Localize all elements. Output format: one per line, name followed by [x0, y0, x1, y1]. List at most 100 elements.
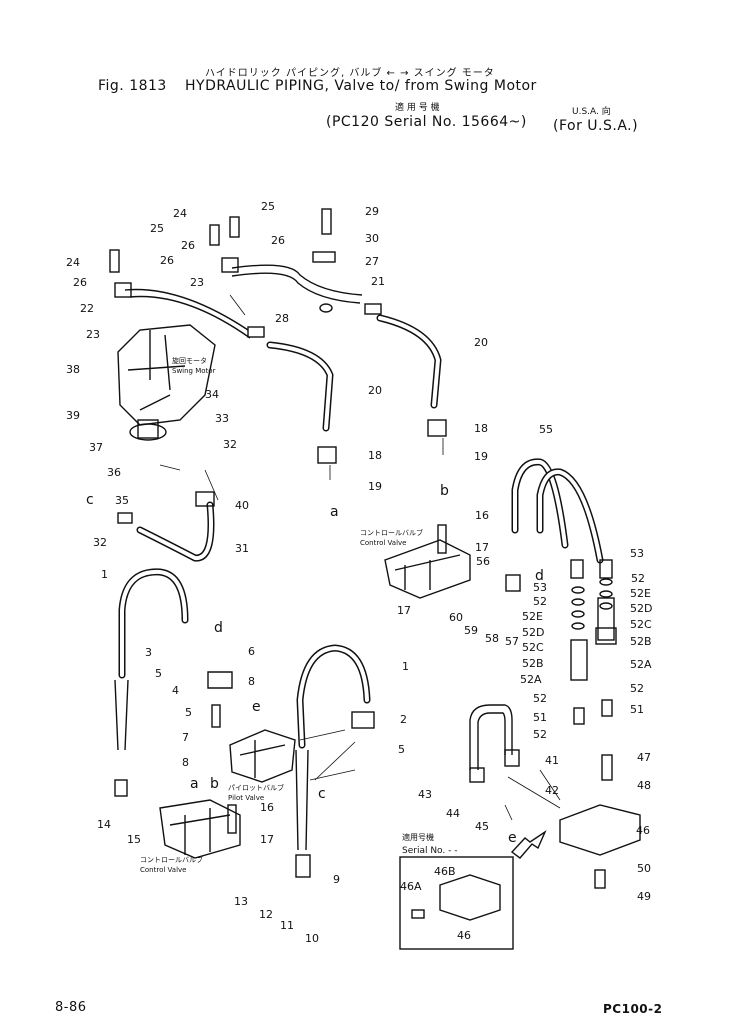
callout-26-c: 26	[181, 239, 195, 252]
callout-44: 44	[446, 807, 460, 820]
control-valve-bottom-label: Control Valve	[140, 866, 186, 874]
callout-57: 57	[505, 635, 519, 648]
callout-52b-left: 52B	[522, 657, 544, 670]
callout-5-b: 5	[185, 706, 192, 719]
leader-lines	[159, 294, 561, 821]
callout-25-a: 25	[150, 222, 164, 235]
connection-c-right: c	[318, 786, 326, 802]
callout-46b: 46B	[434, 865, 456, 878]
callout-23-a: 23	[190, 276, 204, 289]
connection-a-bottom: a	[190, 776, 199, 792]
callout-27: 27	[365, 255, 379, 268]
callout-12: 12	[259, 908, 273, 921]
connection-c-left: c	[86, 492, 94, 508]
callout-36: 36	[107, 466, 121, 479]
callout-28: 28	[275, 312, 289, 325]
swing-motor: 旋回モータ Swing Motor	[117, 324, 216, 441]
callout-17-c: 17	[260, 833, 274, 846]
serial-inset-jp: 適用号機	[402, 832, 434, 842]
callout-14: 14	[97, 818, 111, 831]
region-label: (For U.S.A.)	[553, 118, 639, 134]
callout-16-bottom: 16	[260, 801, 274, 814]
callout-29: 29	[365, 205, 379, 218]
model-code: PC100-2	[603, 1002, 663, 1016]
callout-20-left: 20	[368, 384, 382, 397]
callout-25-b: 25	[261, 200, 275, 213]
callout-16-top: 16	[475, 509, 489, 522]
connection-letters: a a b b c c d d e e	[86, 483, 544, 846]
callout-52d-right: 52D	[630, 602, 652, 615]
callout-51-left: 51	[533, 711, 547, 724]
callout-21: 21	[371, 275, 385, 288]
callout-35: 35	[115, 494, 129, 507]
callout-43: 43	[418, 788, 432, 801]
callout-2: 2	[400, 713, 407, 726]
callout-52e-right: 52E	[630, 587, 651, 600]
pilot-valve: パイロットバルブ Pilot Valve	[207, 671, 375, 802]
callout-39: 39	[66, 409, 80, 422]
pipe-43-block-46	[469, 704, 641, 889]
connection-a-top: a	[330, 504, 339, 520]
steel-pipes-upper	[109, 208, 363, 339]
callout-20-right: 20	[474, 336, 488, 349]
callout-52c-left: 52C	[522, 641, 544, 654]
callout-51-right: 51	[630, 703, 644, 716]
control-valve-upper: コントロールバルブ Control Valve	[360, 524, 471, 599]
fitting-stack-52	[570, 578, 617, 725]
callout-17-b: 17	[397, 604, 411, 617]
callout-24-a: 24	[66, 256, 80, 269]
callout-60: 60	[449, 611, 463, 624]
callout-45: 45	[475, 820, 489, 833]
serial-inset-label: Serial No. - -	[402, 846, 458, 856]
swing-motor-jp: 旋回モータ	[172, 356, 207, 365]
callout-13: 13	[234, 895, 248, 908]
callout-52-c: 52	[533, 728, 547, 741]
callout-5-a: 5	[155, 667, 162, 680]
callout-4: 4	[172, 684, 179, 697]
callout-18-left: 18	[368, 449, 382, 462]
hose-31	[117, 491, 215, 562]
callout-17-a: 17	[475, 541, 489, 554]
connection-d-left: d	[214, 620, 223, 636]
callout-52-b: 52	[533, 692, 547, 705]
callout-59: 59	[464, 624, 478, 637]
control-valve-top-jp: コントロールバルブ	[360, 528, 423, 537]
callout-labels: 1 1 2 3 4 5 5 5 6 7 8 8 9 10 11 12 13 14…	[66, 200, 652, 945]
callout-49: 49	[637, 890, 651, 903]
callout-38: 38	[66, 363, 80, 376]
callout-46: 46	[636, 824, 650, 837]
serial-range: (PC120 Serial No. 15664~)	[326, 114, 527, 130]
control-valve-lower: コントロールバルブ Control Valve	[114, 779, 311, 878]
callout-30: 30	[365, 232, 379, 245]
callout-24-b: 24	[173, 207, 187, 220]
callout-18-right: 18	[474, 422, 488, 435]
callout-32-a: 32	[223, 438, 237, 451]
callout-3: 3	[145, 646, 152, 659]
callout-15: 15	[127, 833, 141, 846]
callout-9: 9	[333, 873, 340, 886]
callout-40: 40	[235, 499, 249, 512]
pilot-valve-jp: パイロットバルブ	[228, 783, 284, 792]
callout-8-b: 8	[182, 756, 189, 769]
callout-52-a: 52	[533, 595, 547, 608]
callout-6: 6	[248, 645, 255, 658]
control-valve-bottom-jp: コントロールバルブ	[140, 855, 203, 864]
callout-52a-left: 52A	[520, 673, 542, 686]
callout-52-e: 52	[630, 682, 644, 695]
page-number: 8-86	[55, 1000, 87, 1015]
connection-d-right: d	[535, 568, 544, 584]
callout-7: 7	[182, 731, 189, 744]
callout-19-right: 19	[474, 450, 488, 463]
hoses-1	[114, 568, 371, 851]
callout-32-b: 32	[93, 536, 107, 549]
serial-jp: 適 用 号 機	[395, 103, 440, 113]
callout-11: 11	[280, 919, 294, 932]
callout-52a-right: 52A	[630, 658, 652, 671]
control-valve-top-label: Control Valve	[360, 539, 406, 547]
callout-41: 41	[545, 754, 559, 767]
pilot-valve-label: Pilot Valve	[228, 794, 264, 802]
callout-37: 37	[89, 441, 103, 454]
callout-31: 31	[235, 542, 249, 555]
callout-22: 22	[80, 302, 94, 315]
